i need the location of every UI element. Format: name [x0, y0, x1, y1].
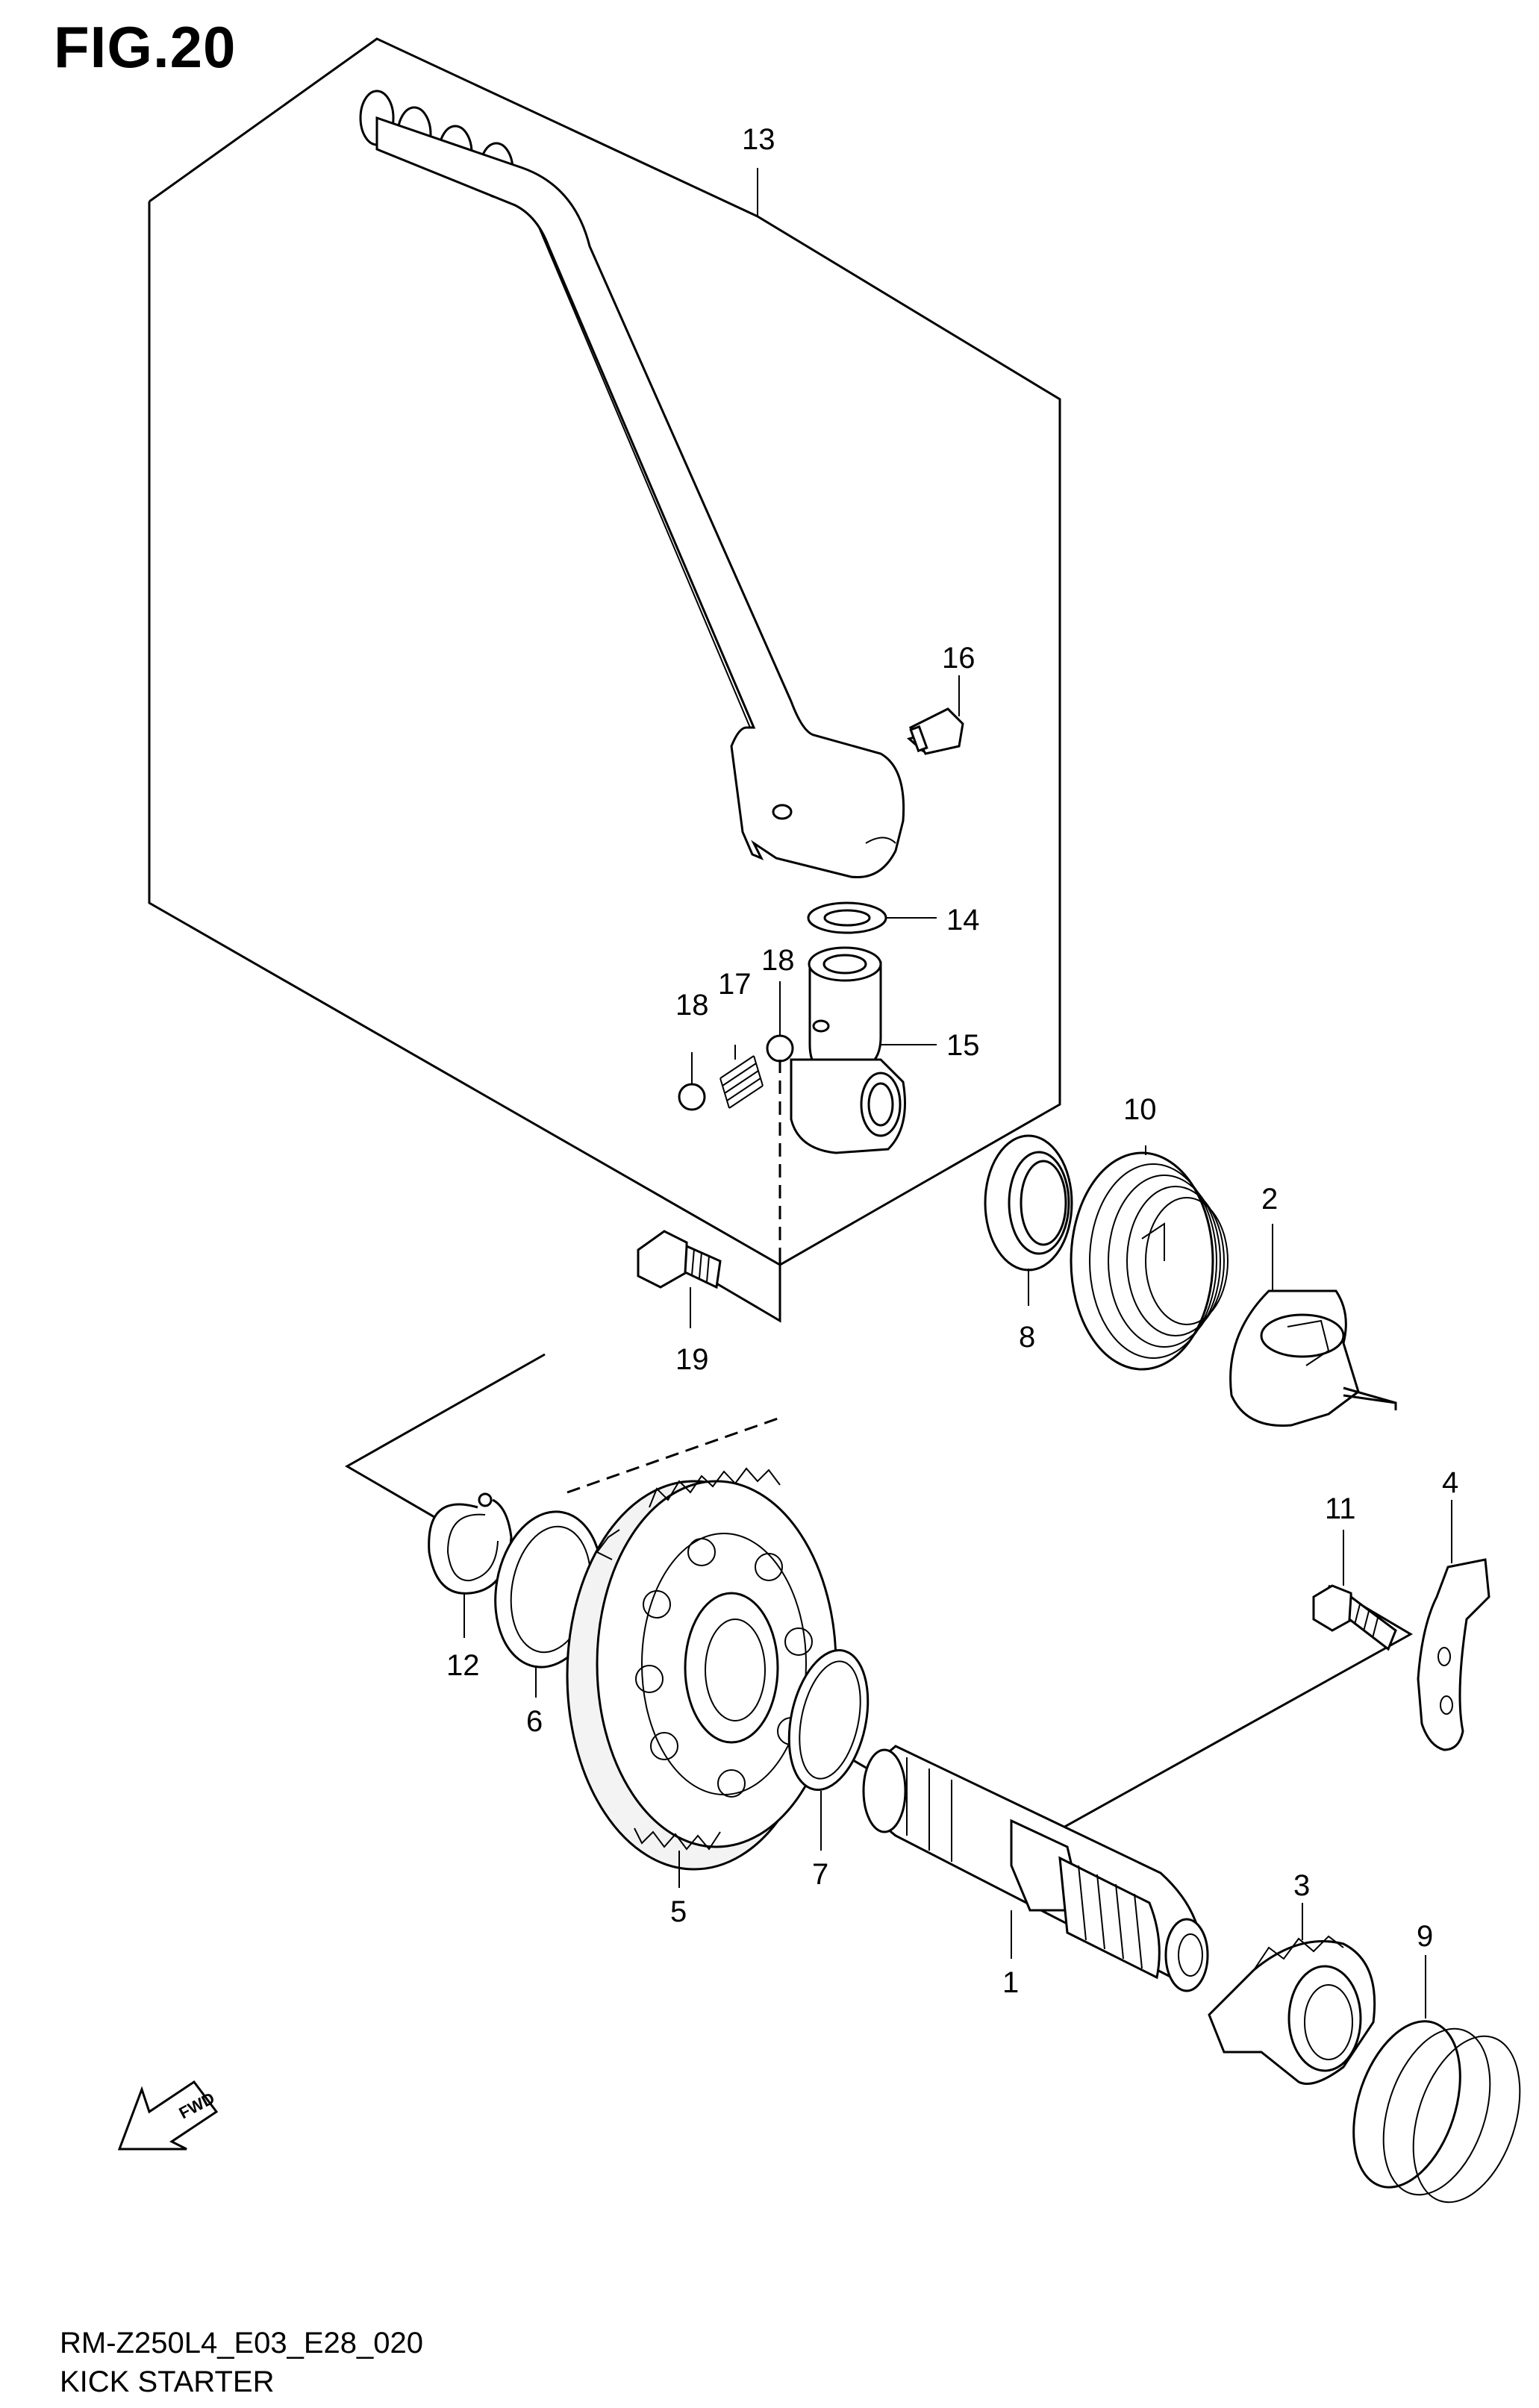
- figure-title: FIG.20: [54, 14, 237, 80]
- figure-code: RM-Z250L4_E03_E28_020: [60, 2327, 424, 2359]
- callout-14: 14: [946, 904, 980, 936]
- figure-name: KICK STARTER: [60, 2365, 275, 2398]
- spring-17[interactable]: [719, 1055, 764, 1109]
- washer-7[interactable]: [777, 1643, 879, 1798]
- spring-guide-2[interactable]: [1229, 1289, 1396, 1427]
- callout-10: 10: [1123, 1093, 1157, 1126]
- callout-13: 13: [742, 123, 775, 156]
- fwd-arrow-icon: FWD: [117, 2080, 219, 2151]
- kick-spring-10[interactable]: [1070, 1151, 1229, 1371]
- callout-2: 2: [1261, 1183, 1278, 1216]
- callout-5: 5: [670, 1895, 687, 1928]
- callout-9: 9: [1417, 1920, 1433, 1953]
- callout-3: 3: [1293, 1869, 1310, 1902]
- callout-18-right: 18: [761, 944, 795, 977]
- callout-11: 11: [1325, 1492, 1356, 1525]
- callout-7: 7: [812, 1858, 828, 1891]
- bolt-19[interactable]: [637, 1230, 722, 1289]
- kick-starter-lever[interactable]: [359, 90, 905, 879]
- callout-4: 4: [1442, 1466, 1458, 1499]
- callout-8: 8: [1019, 1321, 1035, 1354]
- callout-1: 1: [1002, 1966, 1019, 1999]
- steel-ball-18-right[interactable]: [766, 1034, 794, 1063]
- callout-17: 17: [718, 968, 752, 1001]
- bolt-11[interactable]: [1312, 1584, 1397, 1651]
- callout-12: 12: [446, 1649, 480, 1682]
- steel-ball-18-left[interactable]: [678, 1083, 706, 1111]
- leader-lines: [463, 168, 1452, 2018]
- callout-18-left: 18: [675, 989, 709, 1022]
- kick-ratchet-3[interactable]: [1208, 1935, 1376, 2085]
- circlip-12[interactable]: [428, 1492, 513, 1595]
- callout-15: 15: [946, 1029, 980, 1062]
- ratchet-spring-9[interactable]: [1334, 2008, 1539, 2216]
- callout-6: 6: [526, 1705, 543, 1738]
- stopper-plate-4[interactable]: [1417, 1558, 1490, 1751]
- callout-19: 19: [675, 1343, 709, 1376]
- washer-14[interactable]: [807, 901, 887, 934]
- callout-16: 16: [942, 642, 975, 675]
- kick-drive-gear-5[interactable]: [566, 1467, 837, 1871]
- callouts: 13 16 14 15 17 18 18 19 8 10 2 11 4 12 6…: [446, 123, 1458, 1999]
- kick-starter-shaft-1[interactable]: [862, 1745, 1209, 1992]
- kick-shaft-joint-15[interactable]: [790, 946, 906, 1154]
- oil-seal-8[interactable]: [984, 1134, 1073, 1272]
- bolt-16[interactable]: [906, 707, 964, 755]
- upper-assembly-outline: [148, 37, 1061, 1266]
